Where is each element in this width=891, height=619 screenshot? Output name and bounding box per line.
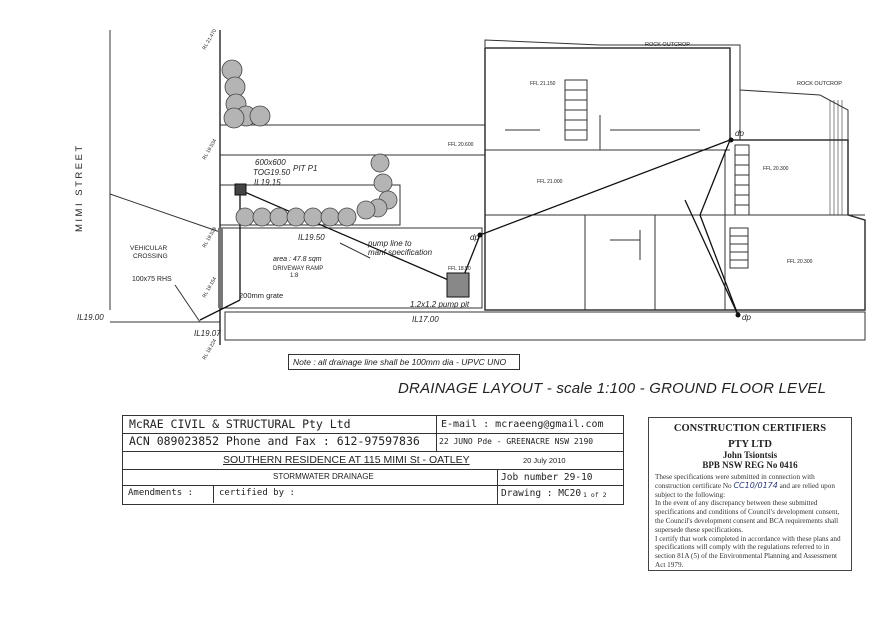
certifier-registration: BPB NSW REG No 0416 [702,460,798,470]
certifier-text: These specifications were submitted in c… [649,470,851,570]
trees [221,59,398,227]
ffl-2030b: FFL 20.300 [787,259,813,265]
acn-phone: ACN 089023852 Phone and Fax : 612-975978… [129,434,420,448]
ffl-2155: FFL 21.150 [530,81,556,87]
rl-label: RL 18.224 [202,338,219,361]
drawing-heading: DRAINAGE LAYOUT - scale 1:100 - GROUND F… [398,380,827,397]
rhs-label: 100x75 RHS [132,276,172,283]
il-ramp: IL19.50 [298,233,325,242]
rock-outcrop-2: ROCK OUTCROP [797,81,842,87]
rock-outcrop-1: ROCK OUTCROP [645,42,690,48]
rock-outcrop-boundary-2 [739,89,849,140]
pump-pit-label: 1.2x1.2 pump pit [410,300,470,309]
title-row-acn: ACN 089023852 Phone and Fax : 612-975978… [123,433,623,452]
rl-label: RL 21.470 [202,28,219,51]
certifier-text-1a: These specifications were submitted in c… [655,473,815,490]
sheet-number: 1 of 2 [583,491,607,499]
drawing-title: STORMWATER DRAINAGE [273,472,374,481]
date: 20 July 2010 [523,456,566,465]
vehicular-label-2: CROSSING [133,253,168,260]
certificate-number: CC10/0174 [733,480,778,490]
driveway-ramp-label: DRIVEWAY RAMP [273,266,323,272]
address: 22 JUNO Pde - GREENACRE NSW 2190 [439,437,594,446]
pump-line-1: pump line to [367,239,412,248]
stairs-right [734,144,750,216]
certifier-name: John Tsiontsis [722,450,778,460]
pit-p1 [234,183,247,196]
il-1907: IL19.07 [194,329,221,338]
email: E-mail : mcraeeng@gmail.com [441,419,604,430]
drawing-number: Drawing : MC20 [501,488,582,499]
drainage-note: Note : all drainage line shall be 100mm … [288,354,520,370]
rl-label: RL 19.534 [202,138,219,161]
amendments: Amendments : [128,488,194,498]
deck-hatch [829,100,843,215]
il-1900: IL19.00 [77,313,104,322]
title-row-amend: Amendments : certified by : Drawing : MC… [123,485,623,503]
project-name: SOUTHERN RESIDENCE AT 115 MIMI St - OATL… [223,454,470,466]
garden-strip [219,124,486,156]
company-name: McRAE CIVIL & STRUCTURAL Pty Ltd [129,417,351,431]
il-1700: IL17.00 [412,315,439,324]
dp-label: dp [735,129,744,138]
certifier-pty: PTY LTD [728,439,772,450]
job-number: Job number 29-10 [501,472,593,483]
area-label: area : 47.8 sqm [273,256,322,263]
stairs-top [564,79,588,141]
title-row-drawing: STORMWATER DRAINAGE Job number 29-10 [123,469,623,486]
rl-label: RL 19.154 [202,276,219,299]
tog-label: TOG19.50 [253,168,291,177]
certified-by: certified by : [219,488,295,498]
downpipe [735,312,741,318]
certifier-stamp: CONSTRUCTION CERTIFIERS PTY LTD John Tsi… [648,417,852,571]
grate [218,228,223,308]
stairs-lower [729,227,749,269]
lower-path [224,311,866,341]
pump-pit [446,272,470,298]
il-pit: IL19.15 [254,178,281,187]
rock-outcrop-boundary [484,39,741,140]
dp-label: dp [470,233,479,242]
drainage-pipes [199,139,739,321]
rl-label: RL 19.528 [202,226,219,249]
ramp-grade: 1:8 [290,273,299,279]
ffl-2030: FFL 20.300 [763,166,789,172]
downpipe [477,232,483,238]
certifier-text-2: In the event of any discrepancy between … [655,499,840,534]
title-row-company: McRAE CIVIL & STRUCTURAL Pty Ltd E-mail … [123,416,623,434]
certifier-text-3: I certify that work completed in accorda… [655,534,841,569]
pump-line-2: manf specification [368,248,433,257]
certifier-text-1b: and are relied upon subject to the follo… [655,481,835,499]
pump-line-leader [339,242,371,259]
downpipe [728,137,734,143]
street-name: MIMI STREET [74,143,85,232]
grate-label: 200mm grate [239,291,283,300]
pit-size: 600x600 [255,158,286,167]
title-row-project: SOUTHERN RESIDENCE AT 115 MIMI St - OATL… [123,451,623,470]
pit-label: PIT P1 [293,164,317,173]
ffl-1850: FFL 18.50 [448,266,471,272]
ffl-2060: FFL 20.600 [448,142,474,148]
ffl-2100: FFL 21.000 [537,179,563,185]
certifier-title: CONSTRUCTION CERTIFIERS [673,423,827,434]
rhs-leader [174,284,201,323]
dp-label: dp [742,313,751,322]
vehicular-label-1: VEHICULAR [130,245,168,252]
title-block: McRAE CIVIL & STRUCTURAL Pty Ltd E-mail … [122,415,624,505]
